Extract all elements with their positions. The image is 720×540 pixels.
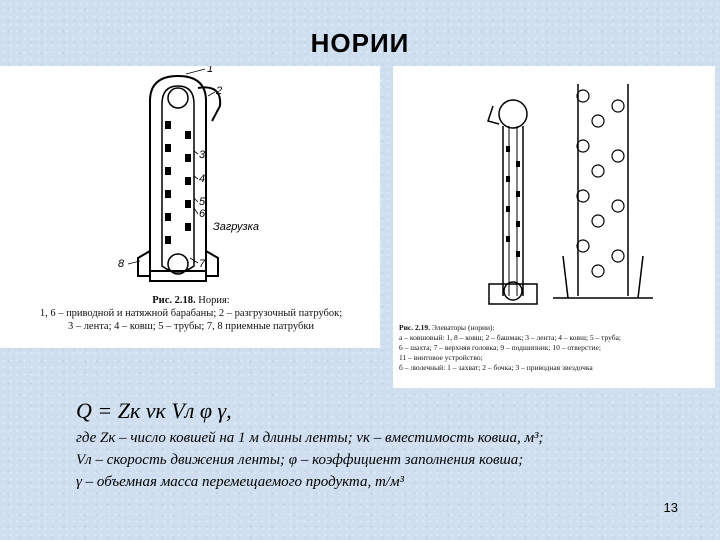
elevators-drawing [487,84,653,305]
caption-left-line2: 1, 6 – приводной и натяжной барабаны; 2 … [39,308,343,319]
loading-label: Загрузка [213,221,259,233]
capacity-formula: Q = Zк vк Vл φ γ, [76,398,232,423]
caption-left-title: Рис. 2.18. [152,295,196,306]
slide-title: НОРИИ [310,28,410,58]
caption-right-title: Рис. 2.19. [399,323,430,332]
caption-right-line3: 6 – шахта; 7 – верхняя головка; 9 – подш… [399,343,601,352]
figure-right-caption: Рис. 2.19. Элеваторы (нории): а – ковшов… [399,323,711,373]
definition-line-1: где Zк – число ковшей на 1 м длины ленты… [76,430,544,446]
caption-right-line4: 11 – винтовое устройство; [399,353,483,362]
label-3: 3 [199,149,206,161]
label-1: 1 [207,66,213,75]
label-6: 6 [199,208,206,220]
figure-elevators-diagram: Рис. 2.19. Элеваторы (нории): а – ковшов… [393,66,715,388]
noria-drawing: 1 2 3 4 5 6 7 8 Загрузка [118,63,259,282]
label-7: 7 [199,258,206,270]
caption-left-line1: Нория: [198,295,230,306]
caption-right-line1: Элеваторы (нории): [431,323,495,332]
label-8: 8 [118,258,125,270]
definition-line-3: γ – объемная масса перемещаемого продукт… [76,474,405,490]
page-number: 13 [663,500,678,515]
figure-left-caption: Рис. 2.18. Нория: 1, 6 – приводной и нат… [6,294,376,333]
definition-line-2: Vл – скорость движения ленты; φ – коэффи… [76,452,524,468]
label-2: 2 [215,85,222,97]
figure-noria-diagram: 1 2 3 4 5 6 7 8 Загрузка Рис. 2.18. Нори… [0,63,380,348]
label-5: 5 [199,196,206,208]
label-4: 4 [199,173,205,185]
caption-right-line2: а – ковшовый: 1, 8 – ковш; 2 – башмак; 3… [399,333,621,342]
caption-left-line3: 3 – лента; 4 – ковш; 5 – трубы; 7, 8 при… [67,321,315,332]
caption-right-line5: б – люлечный: 1 – захват; 2 – бочка; 3 –… [399,363,593,372]
